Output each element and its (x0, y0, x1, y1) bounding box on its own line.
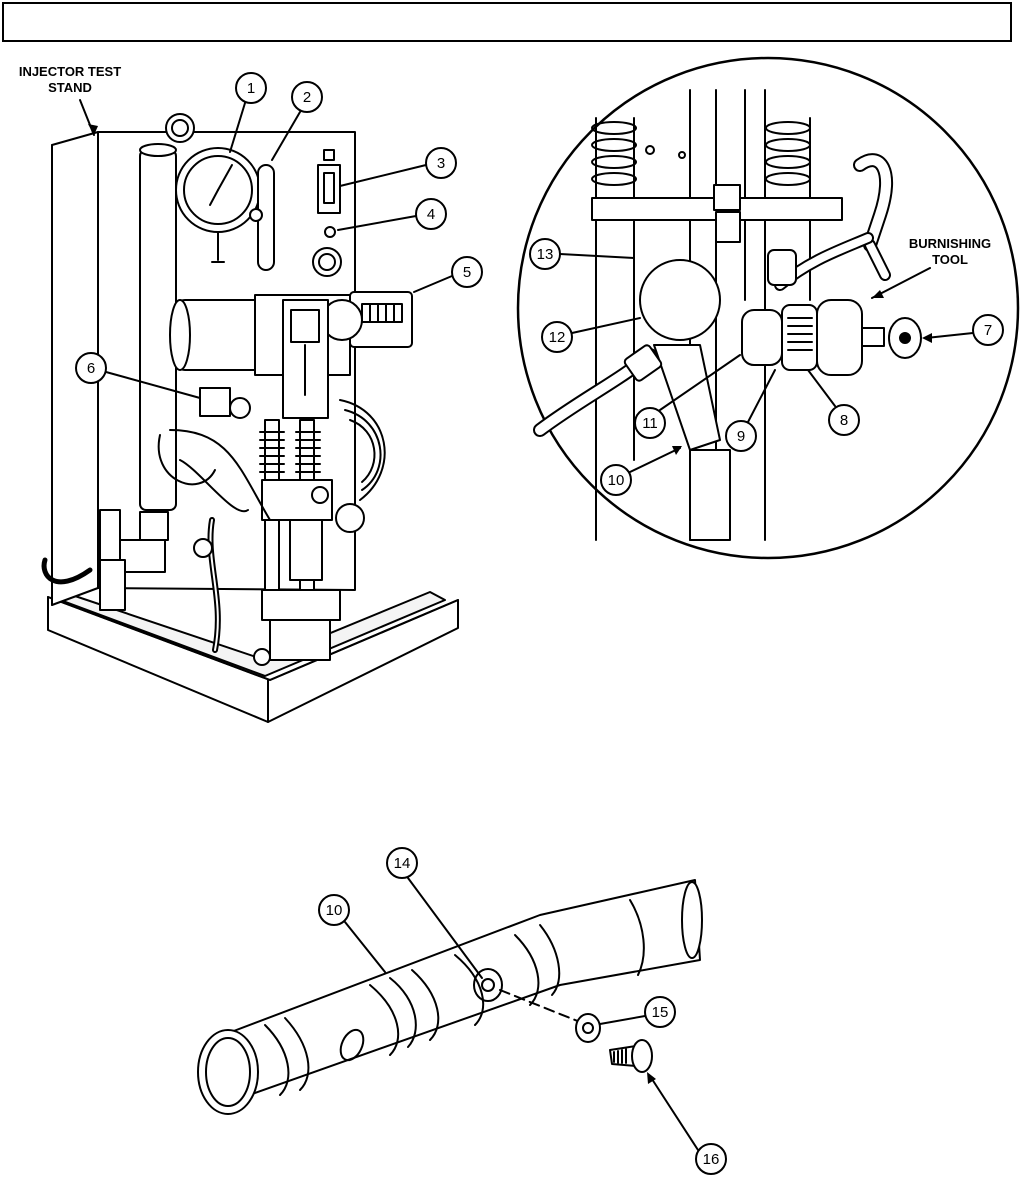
callout-10-bottom (318, 894, 350, 926)
callout-15 (644, 996, 676, 1028)
callout-7 (972, 314, 1004, 346)
callout-3-text: 3 (437, 155, 445, 172)
label-injector-test-line2: STAND (48, 80, 92, 95)
callout-10 (600, 464, 632, 496)
callout-8-text: 8 (840, 412, 848, 429)
callout-4 (415, 198, 447, 230)
callout-14-text: 14 (394, 855, 411, 872)
callout-6 (75, 352, 107, 384)
callout-16-text: 16 (703, 1151, 720, 1168)
callout-11 (634, 407, 666, 439)
callout-11-text: 11 (642, 415, 658, 432)
callout-7-text: 7 (984, 322, 992, 339)
detail-view-circle (516, 56, 1020, 560)
injector-nozzle-illustration (197, 879, 703, 1115)
callout-6-text: 6 (87, 360, 95, 377)
callout-10-bottom-text: 10 (326, 902, 343, 919)
callout-9-text: 9 (737, 428, 745, 445)
callout-1 (235, 72, 267, 104)
callout-12-text: 12 (549, 329, 566, 346)
callout-3 (425, 147, 457, 179)
callout-14 (386, 847, 418, 879)
test-stand-illustration (41, 113, 459, 723)
callout-12 (541, 321, 573, 353)
callout-2-text: 2 (303, 89, 311, 106)
callout-5 (451, 256, 483, 288)
callout-4-text: 4 (427, 206, 435, 223)
callouts: 1 2 3 4 5 6 7 8 9 10 (75, 72, 1004, 1175)
label-burnishing-line2: TOOL (932, 252, 968, 267)
label-burnishing-line1: BURNISHING (909, 236, 991, 251)
callout-1-text: 1 (247, 80, 255, 97)
callout-13-text: 13 (537, 246, 554, 263)
header-bar (2, 2, 1012, 42)
callout-10-text: 10 (608, 472, 625, 489)
callout-5-text: 5 (463, 264, 471, 281)
callout-2 (291, 81, 323, 113)
callout-15-text: 15 (652, 1004, 669, 1021)
label-injector-test-line1: INJECTOR TEST (19, 64, 121, 79)
callout-9 (725, 420, 757, 452)
callout-16 (695, 1143, 727, 1175)
callout-8 (828, 404, 860, 436)
